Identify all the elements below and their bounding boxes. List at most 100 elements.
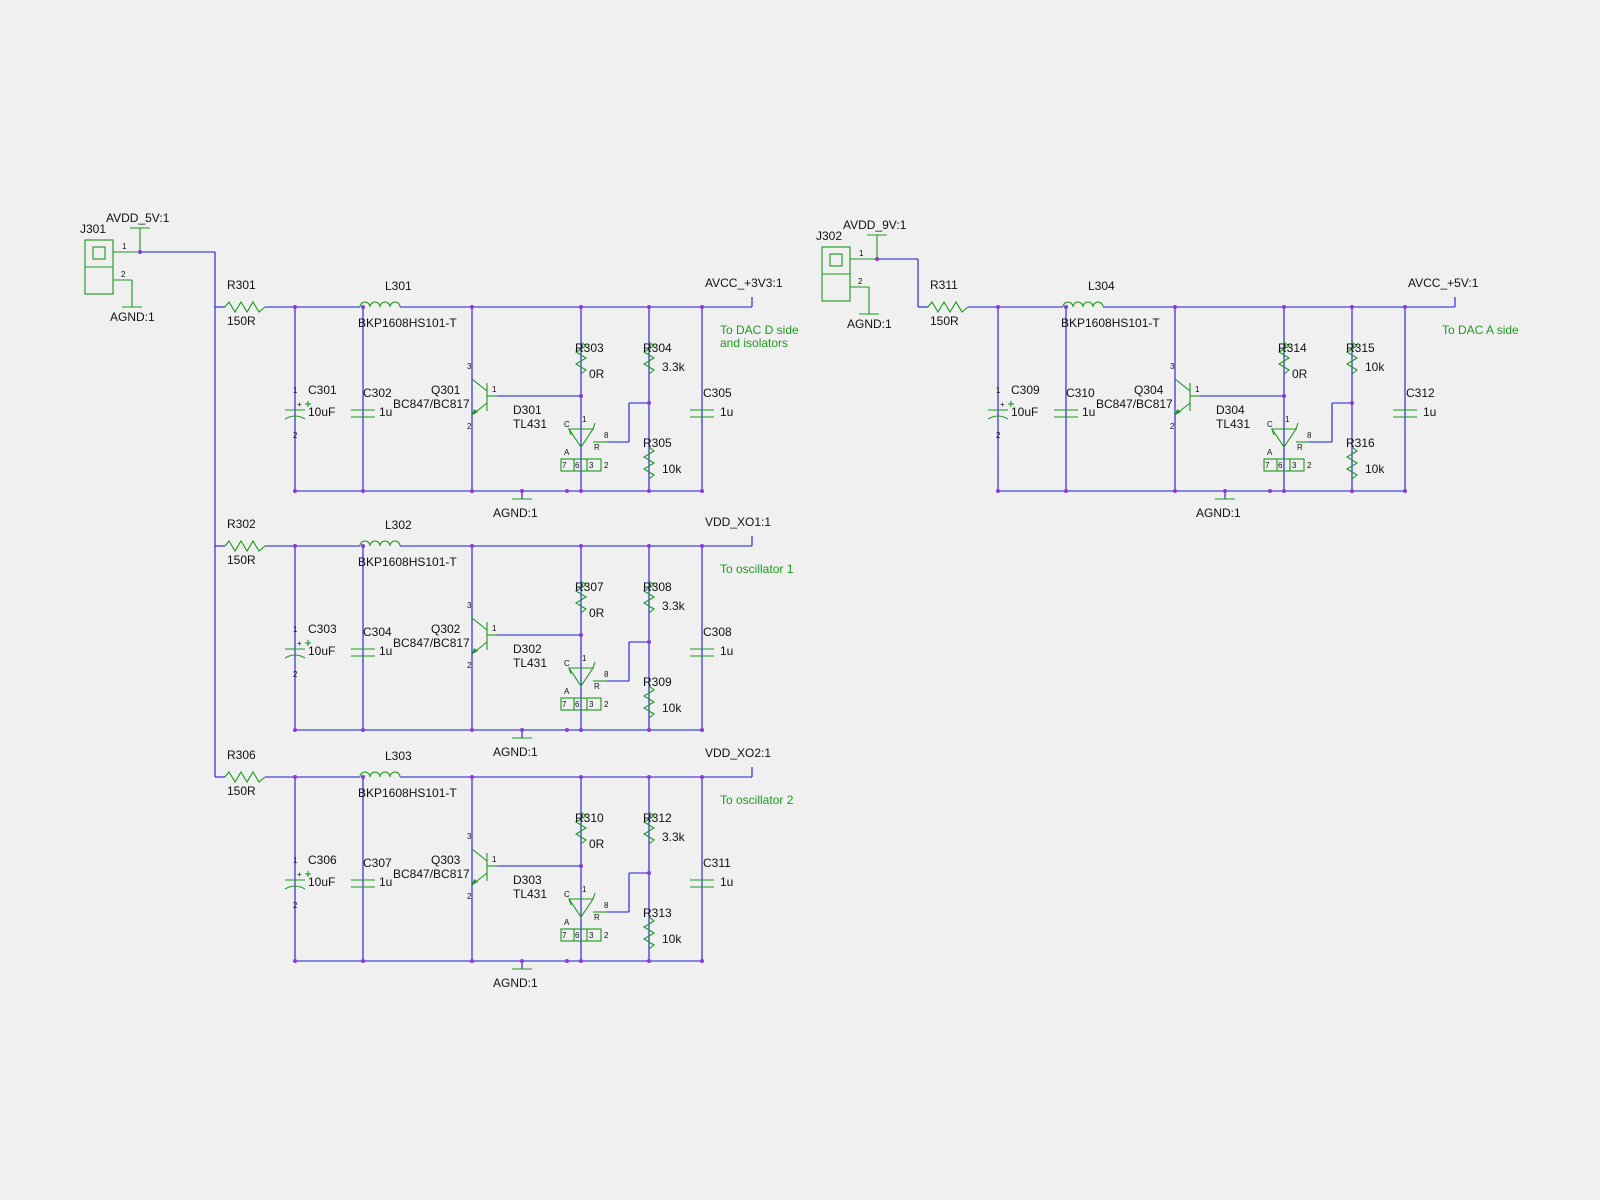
connector-ref: J301 <box>80 222 106 236</box>
component-value: 1u <box>379 644 392 658</box>
component-value: TL431 <box>513 887 547 901</box>
component-value: 10k <box>1365 462 1385 476</box>
pin-number: A <box>564 918 570 927</box>
pin-number: 1 <box>582 415 587 424</box>
component-value: 10uF <box>308 644 335 658</box>
component-value: BC847/BC817 <box>393 397 470 411</box>
pin-number: R <box>594 913 600 922</box>
component-ref: L301 <box>385 279 412 293</box>
pin-number: 3 <box>1170 362 1175 371</box>
pin-number: 6 <box>575 931 580 940</box>
component-ref: C310 <box>1066 386 1095 400</box>
component-ref: R316 <box>1346 436 1375 450</box>
annotation-note: and isolators <box>720 336 788 350</box>
component-ref: C306 <box>308 853 337 867</box>
pin-number: 2 <box>1170 422 1175 431</box>
pin-number: 8 <box>604 431 609 440</box>
pin-number: R <box>1297 443 1303 452</box>
component-ref: C303 <box>308 622 337 636</box>
input-bus <box>138 250 919 777</box>
pin-number: + <box>1000 400 1005 409</box>
pin-number: 7 <box>562 461 567 470</box>
pin-number: 2 <box>467 422 472 431</box>
pin-number: C <box>564 890 570 899</box>
pin-number: 1 <box>122 242 127 251</box>
pin-number: 6 <box>575 700 580 709</box>
net-label: AGND:1 <box>493 976 538 990</box>
component-value: 10uF <box>1011 405 1038 419</box>
connector-j302: J302 AVDD_9V:1 AGND:1 1 2 <box>816 218 907 331</box>
component-value: BC847/BC817 <box>1096 397 1173 411</box>
pin-number: 2 <box>467 661 472 670</box>
component-ref: Q301 <box>431 383 461 397</box>
pin-number: 6 <box>1278 461 1283 470</box>
pin-number: 1 <box>582 654 587 663</box>
pin-number: C <box>1267 420 1273 429</box>
component-ref: C311 <box>703 856 731 870</box>
connector-ref: J302 <box>816 229 842 243</box>
component-ref: R301 <box>227 278 256 292</box>
pin-number: 1 <box>293 856 298 865</box>
pin-number: + <box>297 400 302 409</box>
net-label: VDD_XO1:1 <box>705 515 771 529</box>
component-value: BKP1608HS101-T <box>358 786 457 800</box>
pin-number: 1 <box>492 855 497 864</box>
annotation-note: To DAC A side <box>1442 323 1519 337</box>
component-ref: R310 <box>575 811 604 825</box>
pin-number: 1 <box>1285 415 1290 424</box>
component-ref: R302 <box>227 517 256 531</box>
component-value: TL431 <box>513 417 547 431</box>
component-ref: R308 <box>643 580 672 594</box>
component-value: TL431 <box>513 656 547 670</box>
component-ref: R303 <box>575 341 604 355</box>
component-ref: R306 <box>227 748 256 762</box>
component-value: 10k <box>1365 360 1385 374</box>
pin-number: R <box>594 682 600 691</box>
component-value: 0R <box>589 367 605 381</box>
pin-number: 2 <box>293 431 298 440</box>
component-value: 10uF <box>308 405 335 419</box>
component-ref: R313 <box>643 906 672 920</box>
component-value: TL431 <box>1216 417 1250 431</box>
component-value: 0R <box>1292 367 1308 381</box>
pin-number: + <box>297 639 302 648</box>
pin-number: 7 <box>562 700 567 709</box>
component-ref: D301 <box>513 403 542 417</box>
component-ref: R305 <box>643 436 672 450</box>
pin-number: 2 <box>996 431 1001 440</box>
pin-number: 3 <box>467 832 472 841</box>
component-value: 1u <box>379 405 392 419</box>
component-ref: C302 <box>363 386 392 400</box>
pin-number: A <box>564 687 570 696</box>
pin-number: 1 <box>492 624 497 633</box>
component-ref: C304 <box>363 625 392 639</box>
net-label: AVDD_5V:1 <box>106 211 170 225</box>
component-ref: C308 <box>703 625 732 639</box>
component-value: 3.3k <box>662 830 686 844</box>
component-ref: L303 <box>385 749 412 763</box>
component-value: 150R <box>227 784 256 798</box>
component-value: 1u <box>379 875 392 889</box>
component-value: 1u <box>720 644 733 658</box>
pin-number: 6 <box>575 461 580 470</box>
pin-number: 2 <box>467 892 472 901</box>
pin-number: 8 <box>1307 431 1312 440</box>
pin-number: 2 <box>858 277 863 286</box>
pin-number: 2 <box>604 931 609 940</box>
pin-number: 8 <box>604 901 609 910</box>
regulator-u1: R301150RL301BKP1608HS101-TC30110uFC3021u… <box>215 276 799 520</box>
component-ref: C307 <box>363 856 392 870</box>
component-ref: R314 <box>1278 341 1307 355</box>
pin-number: 3 <box>589 931 594 940</box>
component-ref: R304 <box>643 341 672 355</box>
component-value: 10uF <box>308 875 335 889</box>
component-value: 150R <box>930 314 959 328</box>
component-ref: C301 <box>308 383 337 397</box>
net-label: AGND:1 <box>493 745 538 759</box>
component-value: BC847/BC817 <box>393 636 470 650</box>
pin-number: 2 <box>121 270 126 279</box>
net-label: AGND:1 <box>847 317 892 331</box>
net-label: AVCC_+3V3:1 <box>705 276 783 290</box>
